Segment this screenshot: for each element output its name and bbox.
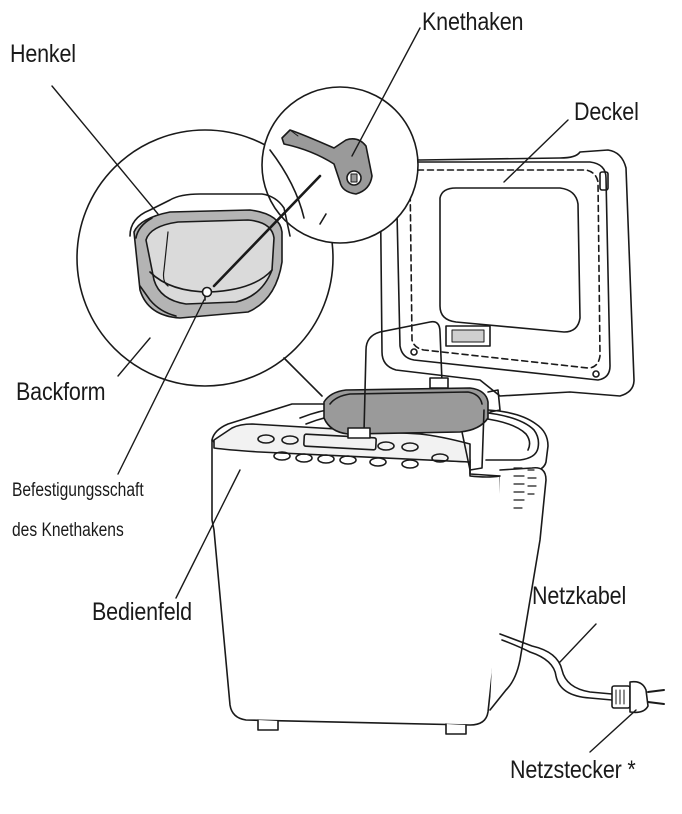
label-des-knethakens: des Knethakens (12, 520, 124, 541)
label-henkel: Henkel (10, 40, 76, 68)
magnified-view (76, 86, 419, 397)
power-cord (499, 633, 665, 714)
lid-drawing (379, 149, 635, 397)
label-backform: Backform (16, 378, 106, 406)
label-befestigungsschaft: Befestigungsschaft (12, 480, 144, 501)
label-bedienfeld: Bedienfeld (92, 598, 192, 626)
bread-maker-body (211, 403, 549, 735)
pan-in-machine (323, 320, 501, 471)
label-deckel: Deckel (574, 98, 639, 126)
label-netzstecker: Netzstecker * (510, 756, 636, 784)
label-netzkabel: Netzkabel (532, 582, 627, 610)
label-knethaken: Knethaken (422, 8, 524, 36)
leader-lines (51, 27, 637, 753)
